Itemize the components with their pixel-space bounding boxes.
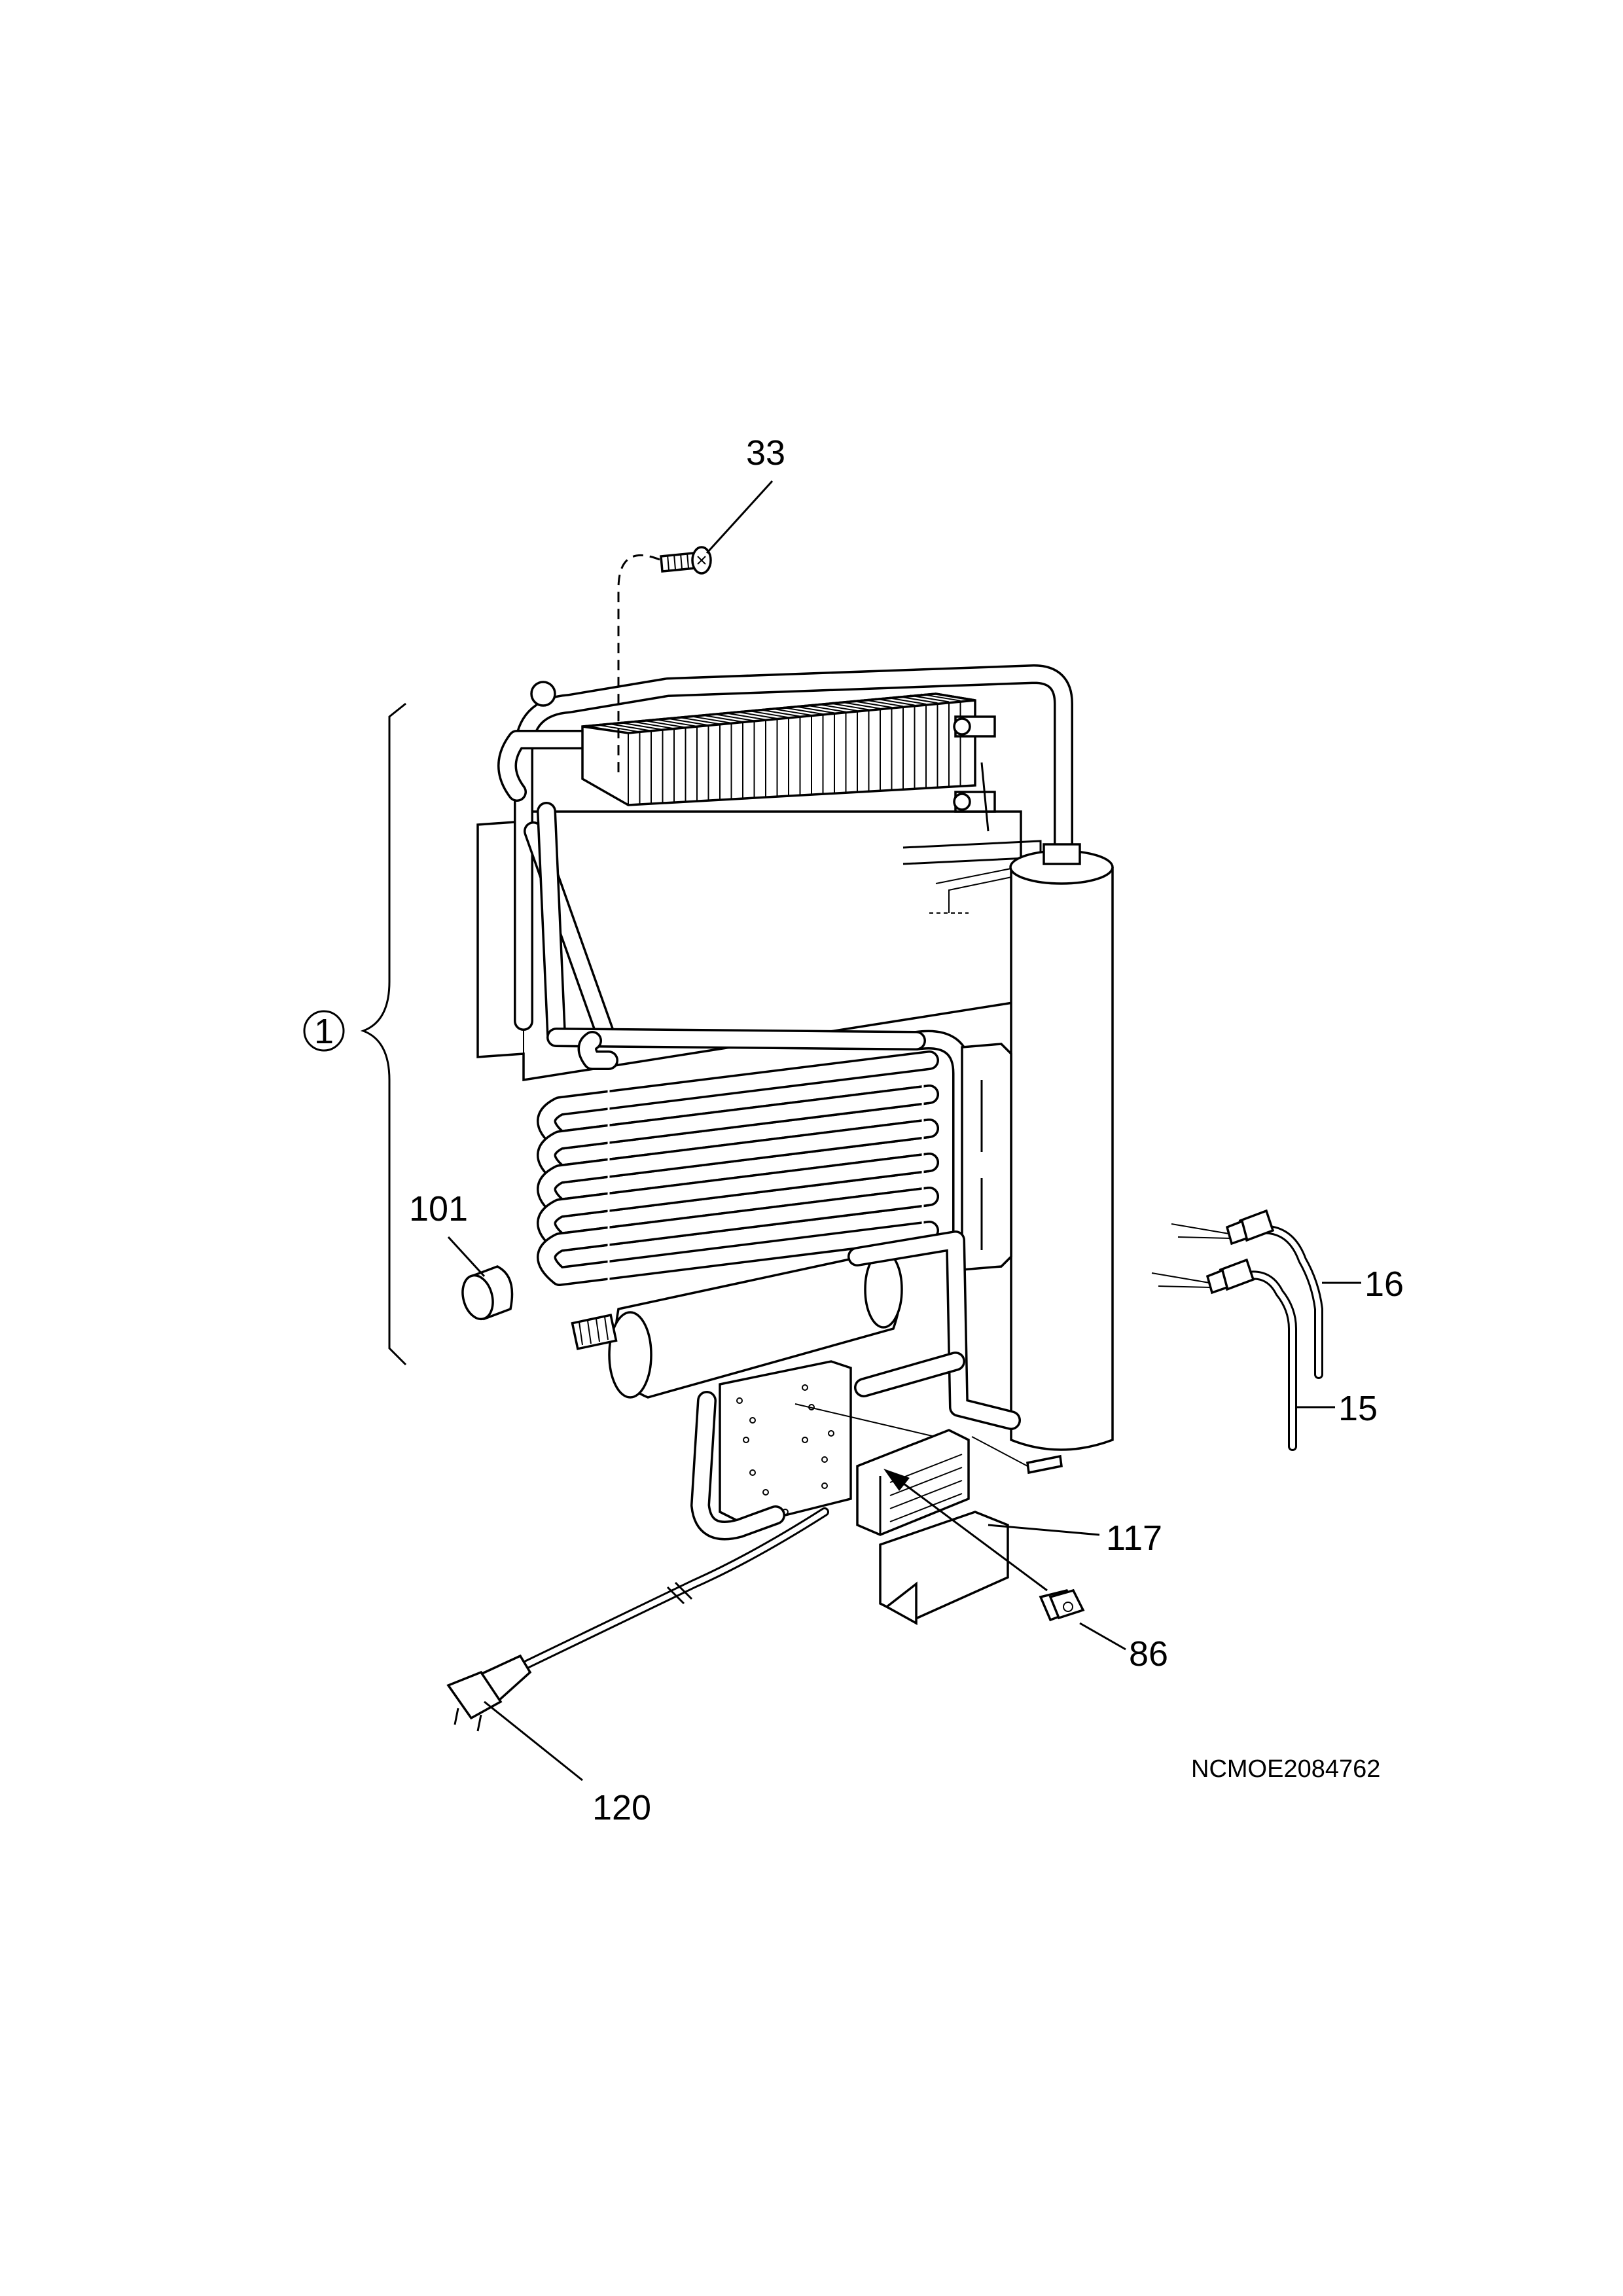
heater-block-hole xyxy=(821,1456,828,1463)
condenser-fin-top xyxy=(760,709,800,717)
heater-block-hole xyxy=(749,1469,756,1476)
coil-loop-fill xyxy=(539,1189,937,1284)
condenser-fin-top xyxy=(829,702,869,711)
condenser-fin-top xyxy=(715,713,755,722)
arrow-86 xyxy=(893,1475,1048,1592)
callout-16: 16 xyxy=(1364,1265,1404,1304)
condenser-fin-top xyxy=(749,710,789,719)
evaporator-coil xyxy=(537,1028,972,1306)
condenser-fin-top xyxy=(806,704,846,713)
condenser-fin-top xyxy=(794,706,835,714)
heater-block-hole xyxy=(802,1384,808,1391)
absorber-tank xyxy=(961,843,1114,1451)
heater-block-hole xyxy=(736,1397,743,1404)
leader-86 xyxy=(1079,1622,1126,1651)
drawing-code: NCMOE2084762 xyxy=(1191,1755,1380,1783)
cap-101 xyxy=(461,1265,514,1321)
assembly-brace xyxy=(360,702,407,1366)
callout-1: 1 xyxy=(303,1010,345,1052)
condenser-fin-top xyxy=(852,700,892,708)
heater-block-hole xyxy=(828,1430,834,1437)
condenser-fin-top xyxy=(634,721,675,730)
screw-33 xyxy=(617,546,712,772)
condenser-fin-top xyxy=(657,719,698,727)
condenser-fin-top xyxy=(909,694,950,703)
condenser-fin-top xyxy=(738,711,777,719)
terminal-block-117 xyxy=(856,1429,1063,1625)
coil-joint-fill xyxy=(580,1033,616,1068)
heater-block-hole xyxy=(749,1417,756,1424)
callout-86: 86 xyxy=(1129,1634,1168,1674)
condenser-fin-top xyxy=(898,696,938,704)
heater-block xyxy=(719,1360,852,1526)
condenser-fin-top xyxy=(921,693,961,702)
condenser-fin-top xyxy=(623,722,663,730)
condenser-fin-top xyxy=(863,699,904,708)
heating-element-16 xyxy=(1171,1209,1323,1379)
arrow-head-86 xyxy=(883,1469,910,1491)
condenser-fin-top xyxy=(772,708,812,716)
condenser-fin-top xyxy=(886,696,927,705)
condenser-fin-top xyxy=(703,715,743,723)
leader-120 xyxy=(484,1700,583,1782)
leader-117 xyxy=(988,1524,1100,1536)
callout-33: 33 xyxy=(746,433,785,473)
condenser-fin-top xyxy=(692,715,732,724)
callout-101: 101 xyxy=(409,1189,468,1229)
finned-condenser xyxy=(581,692,1042,914)
heater-block-hole xyxy=(762,1489,769,1496)
heater-block-hole xyxy=(802,1437,808,1443)
callout-117: 117 xyxy=(1106,1518,1162,1558)
callout-120: 120 xyxy=(592,1788,651,1827)
condenser-fin-top xyxy=(726,712,766,721)
svg-text:1: 1 xyxy=(314,1012,334,1051)
condenser-fin-top xyxy=(611,723,652,732)
condenser-fin-top xyxy=(669,718,709,726)
leader-101 xyxy=(447,1236,486,1278)
power-cord-120 xyxy=(446,1507,829,1732)
heating-element-15 xyxy=(1151,1258,1297,1451)
leader-33 xyxy=(705,480,774,554)
condenser-fin-top xyxy=(588,726,629,734)
condenser-fin-top xyxy=(646,720,686,728)
boiler-vessel xyxy=(571,1250,903,1399)
condenser-fin-top xyxy=(600,725,640,733)
condenser-fin-top xyxy=(817,704,858,711)
condenser-fin-top xyxy=(840,701,881,709)
condenser-fin-top xyxy=(680,717,721,725)
cooling-unit-assembly xyxy=(476,664,1114,1541)
heater-block-hole xyxy=(743,1437,749,1443)
clip-86 xyxy=(1039,1588,1085,1622)
heater-wire xyxy=(794,1403,950,1441)
callout-15: 15 xyxy=(1338,1389,1378,1428)
coil-header-fill xyxy=(548,1030,924,1049)
condenser-fin-top xyxy=(783,707,823,715)
heater-block-hole xyxy=(821,1482,828,1489)
condenser-fin-top xyxy=(875,698,915,706)
